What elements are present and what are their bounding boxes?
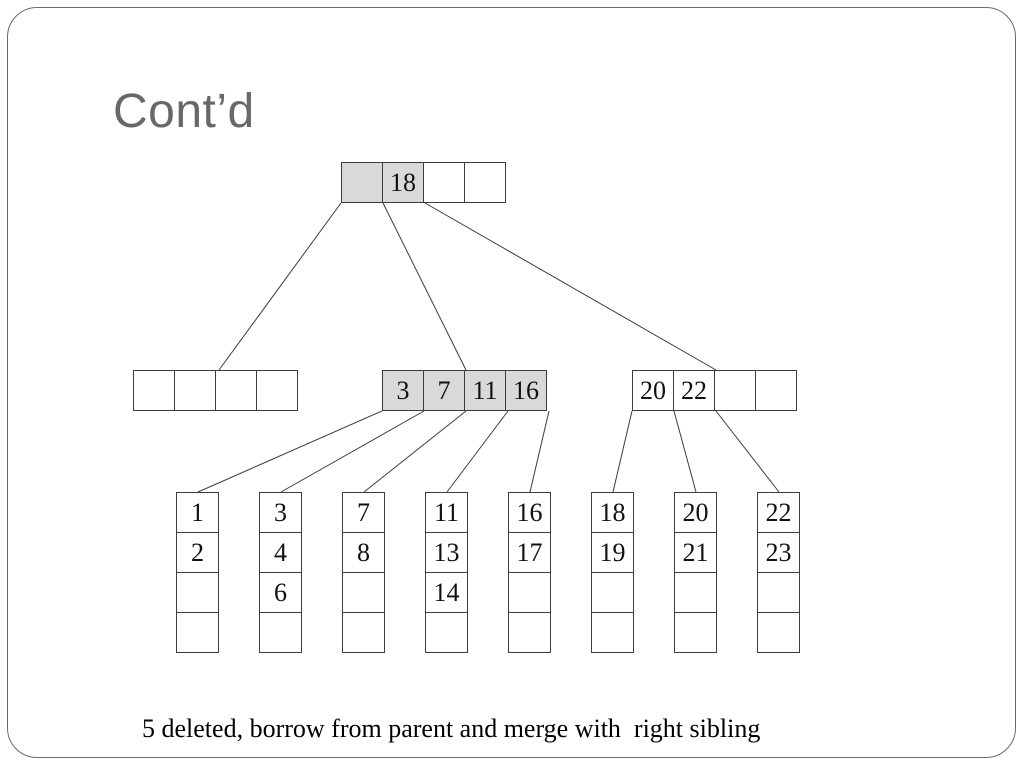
edge-middle-to-leaf-3 <box>363 410 467 493</box>
leaf-node-2-cell-1: 3 <box>259 492 302 533</box>
leaf-node-6-cell-2: 19 <box>591 532 634 573</box>
internal-node-left-cell-2 <box>174 370 216 411</box>
edge-middle-to-leaf-5 <box>529 410 550 493</box>
edge-middle-to-leaf-4 <box>446 410 509 493</box>
leaf-node-3-cell-3 <box>342 572 385 613</box>
leaf-node-4-cell-3: 14 <box>425 572 468 613</box>
leaf-node-6-cell-3 <box>591 572 634 613</box>
leaf-node-2-cell-2: 4 <box>259 532 302 573</box>
slide-caption: 5 deleted, borrow from parent and merge … <box>142 714 761 743</box>
leaf-node-7-cell-4 <box>674 612 717 653</box>
leaf-node-5-cell-2: 17 <box>508 532 551 573</box>
leaf-node-1-cell-2: 2 <box>176 532 219 573</box>
edge-root-to-left <box>218 202 342 371</box>
internal-node-middle-cell-4: 16 <box>505 370 547 411</box>
leaf-node-1-cell-3 <box>176 572 219 613</box>
leaf-node-8-cell-2: 23 <box>757 532 800 573</box>
leaf-node-1-cell-1: 1 <box>176 492 219 533</box>
internal-node-left-cell-4 <box>256 370 298 411</box>
edge-root-to-right <box>424 202 717 371</box>
leaf-node-3-cell-4 <box>342 612 385 653</box>
leaf-node-4-cell-4 <box>425 612 468 653</box>
internal-node-middle-cell-1: 3 <box>382 370 424 411</box>
internal-node-right-cell-3 <box>714 370 756 411</box>
leaf-node-8-cell-1: 22 <box>757 492 800 533</box>
leaf-node-4-cell-1: 11 <box>425 492 468 533</box>
leaf-node-7-cell-1: 20 <box>674 492 717 533</box>
leaf-node-7-cell-2: 21 <box>674 532 717 573</box>
leaf-node-4-cell-2: 13 <box>425 532 468 573</box>
edge-right-to-leaf-8 <box>715 410 780 493</box>
leaf-node-3-cell-2: 8 <box>342 532 385 573</box>
leaf-node-2-cell-4 <box>259 612 302 653</box>
root-node: 18 <box>341 162 506 203</box>
leaf-node-5-cell-4 <box>508 612 551 653</box>
internal-node-right-cell-1: 20 <box>632 370 674 411</box>
root-node-cell-1 <box>341 162 383 203</box>
leaf-node-7-cell-3 <box>674 572 717 613</box>
edge-right-to-leaf-6 <box>612 410 633 493</box>
internal-node-right-cell-2: 22 <box>673 370 715 411</box>
edge-root-to-middle <box>382 202 467 371</box>
edge-right-to-leaf-7 <box>673 410 697 493</box>
root-node-cell-4 <box>464 162 506 203</box>
leaf-node-6-cell-4 <box>591 612 634 653</box>
edge-middle-to-leaf-2 <box>280 410 425 493</box>
leaf-node-8-cell-4 <box>757 612 800 653</box>
internal-node-middle-cell-3: 11 <box>464 370 506 411</box>
leaf-node-3-cell-1: 7 <box>342 492 385 533</box>
leaf-node-6-cell-1: 18 <box>591 492 634 533</box>
root-node-cell-3 <box>423 162 465 203</box>
leaf-node-1-cell-4 <box>176 612 219 653</box>
internal-node-middle-cell-2: 7 <box>423 370 465 411</box>
internal-node-left-cell-1 <box>133 370 175 411</box>
edge-middle-to-leaf-1 <box>197 410 383 493</box>
internal-node-right-cell-4 <box>755 370 797 411</box>
internal-node-left <box>133 370 298 411</box>
leaf-node-5-cell-3 <box>508 572 551 613</box>
root-node-cell-2: 18 <box>382 162 424 203</box>
page-title: Cont’d <box>113 85 255 138</box>
leaf-node-8-cell-3 <box>757 572 800 613</box>
leaf-node-5-cell-1: 16 <box>508 492 551 533</box>
leaf-node-2-cell-3: 6 <box>259 572 302 613</box>
internal-node-left-cell-3 <box>215 370 257 411</box>
